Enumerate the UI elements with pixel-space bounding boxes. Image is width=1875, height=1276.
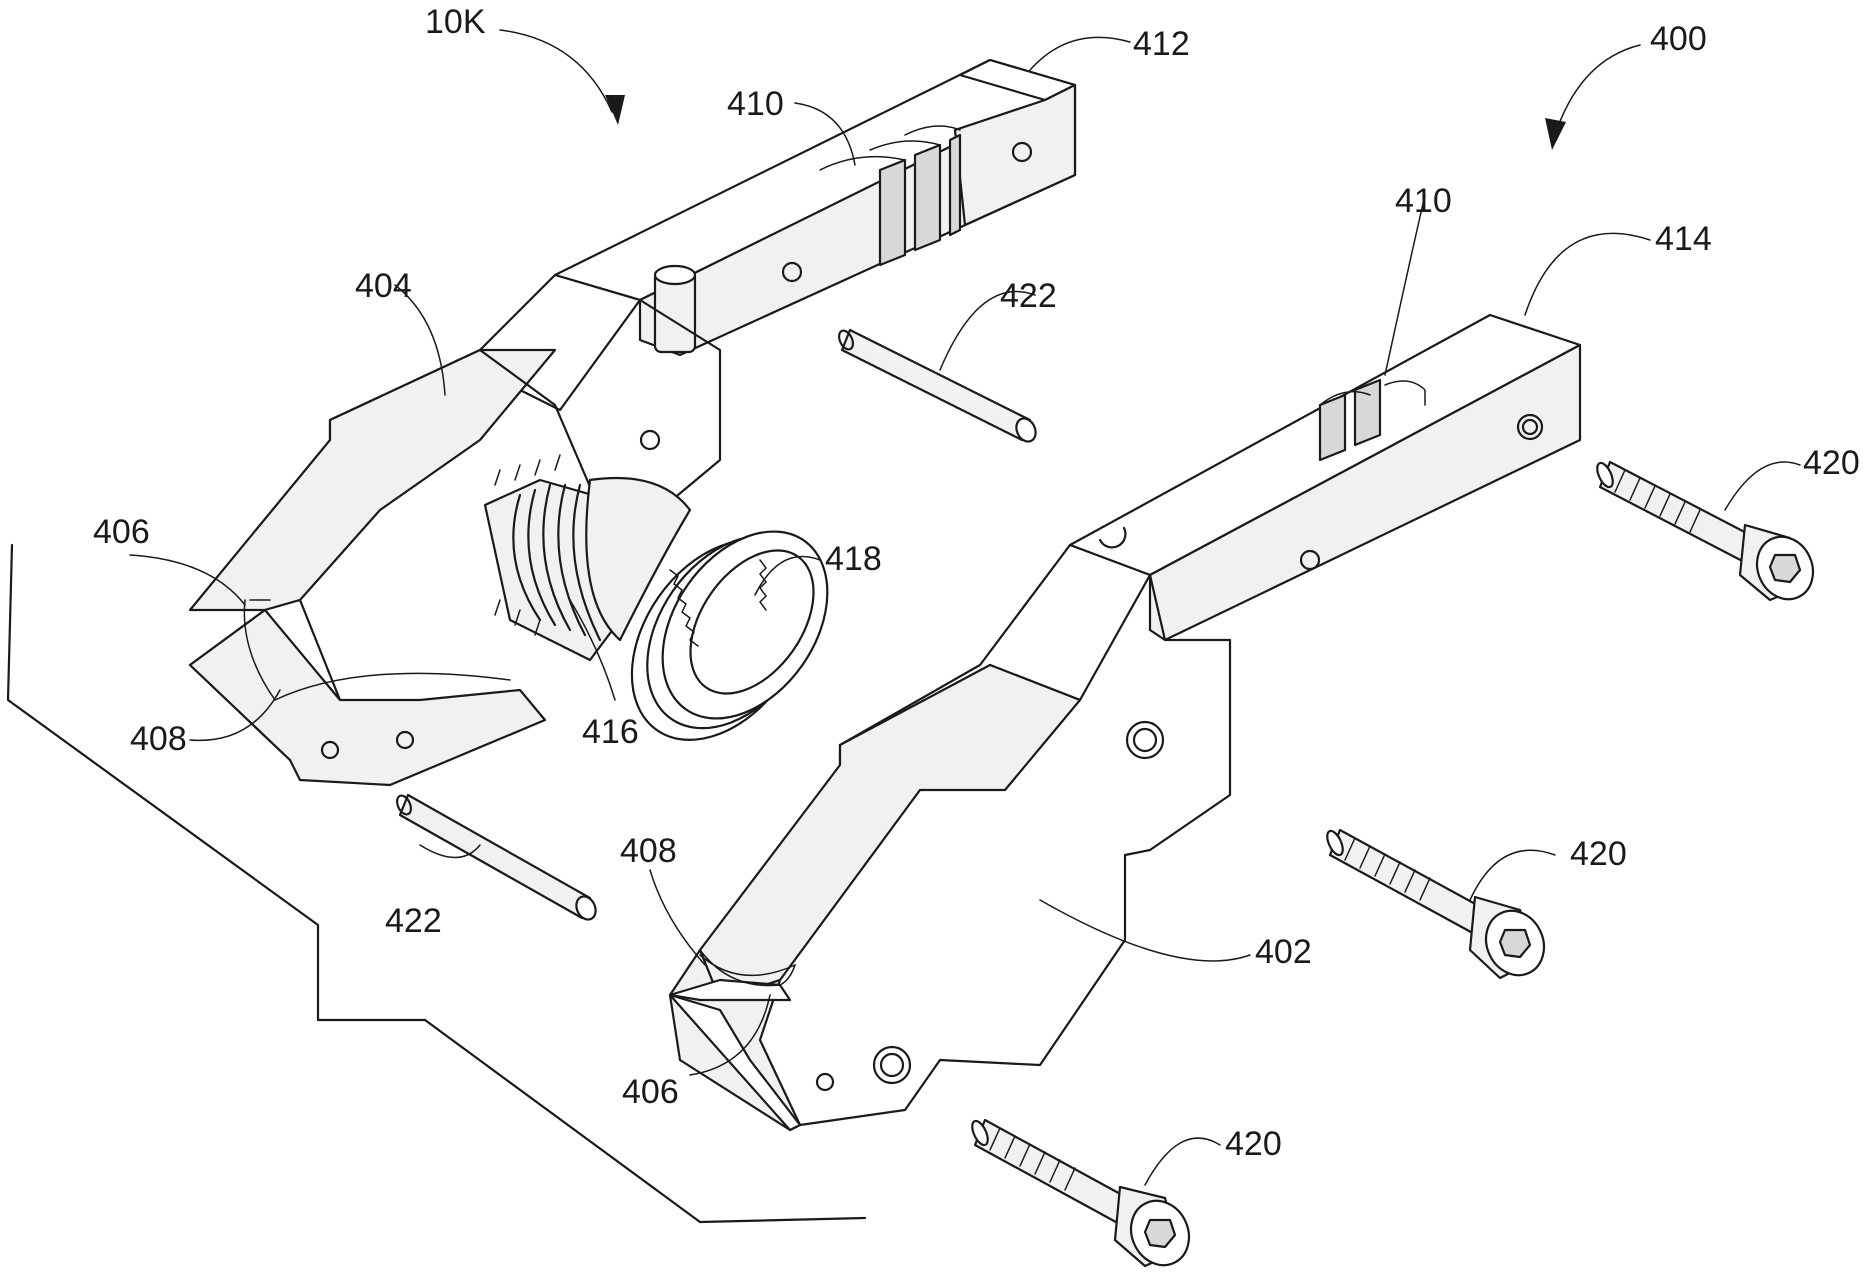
label-418: 418 [825,540,882,578]
label-410-upper: 410 [727,85,784,123]
label-420-middle: 420 [1570,835,1627,873]
label-410-lower: 410 [1395,182,1452,220]
frame-outline [6,543,867,1224]
pin-422-lower [396,793,597,921]
screw-420-right [1596,460,1815,602]
lower-jaw-arm-402 [668,313,1582,1132]
label-10k: 10K [425,3,486,41]
screw-420-middle [1326,828,1546,980]
label-414: 414 [1655,220,1712,258]
upper-jaw-arm-404 [188,58,1077,787]
label-412: 412 [1133,25,1190,63]
label-422-upper: 422 [1000,277,1057,315]
reference-labels: 10K 400 412 410 410 414 404 422 406 418 … [93,3,1860,1163]
pin-422-upper [838,328,1037,443]
label-416: 416 [582,713,639,751]
label-402: 402 [1255,933,1312,971]
label-404: 404 [355,267,412,305]
label-406-lower: 406 [622,1073,679,1111]
screw-420-bottom [971,1118,1191,1268]
label-422-lower: 422 [385,902,442,940]
label-420-right: 420 [1803,444,1860,482]
label-408-lower: 408 [620,832,677,870]
ring-418 [630,530,829,741]
label-420-bottom: 420 [1225,1125,1282,1163]
label-400: 400 [1650,20,1707,58]
label-406-upper: 406 [93,513,150,551]
spool-416 [483,454,692,662]
leader-lines [129,29,1801,1186]
label-408-upper: 408 [130,720,187,758]
